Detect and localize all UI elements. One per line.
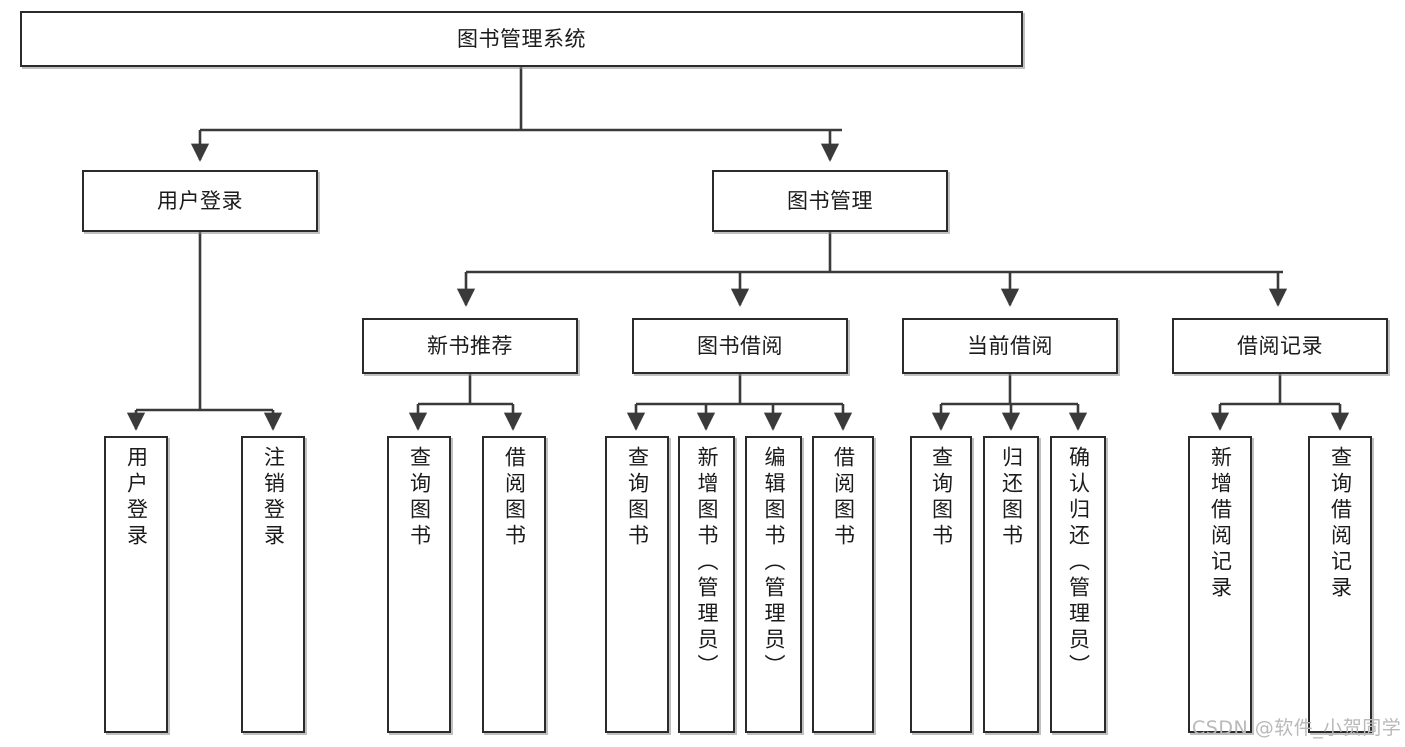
node-label-leaf-query-book-3: 查询图书 xyxy=(929,446,954,550)
node-root[interactable]: 图书管理系统 xyxy=(20,11,1023,67)
node-leaf-query-book-3[interactable]: 查询图书 xyxy=(910,436,972,733)
node-label-book-mgmt: 图书管理 xyxy=(787,188,873,213)
node-label-leaf-query-book-1: 查询图书 xyxy=(407,446,432,550)
node-label-leaf-query-book-2: 查询图书 xyxy=(625,446,650,550)
node-current-borrow[interactable]: 当前借阅 xyxy=(902,318,1118,374)
node-leaf-query-book-1[interactable]: 查询图书 xyxy=(387,436,451,733)
node-label-leaf-add-record: 新增借阅记录 xyxy=(1208,446,1233,602)
node-label-user-login: 用户登录 xyxy=(157,188,243,213)
node-leaf-query-record[interactable]: 查询借阅记录 xyxy=(1308,436,1372,733)
node-leaf-query-book-2[interactable]: 查询图书 xyxy=(605,436,669,733)
node-leaf-return-book[interactable]: 归还图书 xyxy=(983,436,1039,733)
node-label-leaf-borrow-book-2: 借阅图书 xyxy=(831,446,856,550)
node-label-leaf-return-book: 归还图书 xyxy=(999,446,1024,550)
node-book-borrow[interactable]: 图书借阅 xyxy=(632,318,848,374)
node-leaf-borrow-book-1[interactable]: 借阅图书 xyxy=(482,436,546,733)
node-label-leaf-edit-book: 编辑图书（管理员） xyxy=(762,446,786,680)
node-leaf-user-login[interactable]: 用户登录 xyxy=(104,436,168,733)
node-leaf-add-book[interactable]: 新增图书（管理员） xyxy=(678,436,735,733)
node-user-login[interactable]: 用户登录 xyxy=(82,170,318,232)
node-label-leaf-user-login: 用户登录 xyxy=(124,446,149,550)
node-leaf-edit-book[interactable]: 编辑图书（管理员） xyxy=(745,436,802,733)
node-new-book-rec[interactable]: 新书推荐 xyxy=(362,318,578,374)
node-label-new-book-rec: 新书推荐 xyxy=(427,333,513,358)
node-label-leaf-borrow-book-1: 借阅图书 xyxy=(502,446,527,550)
node-label-book-borrow: 图书借阅 xyxy=(697,333,783,358)
node-label-current-borrow: 当前借阅 xyxy=(967,333,1053,358)
node-book-mgmt[interactable]: 图书管理 xyxy=(712,170,948,232)
node-label-leaf-confirm-return: 确认归还（管理员） xyxy=(1066,446,1091,680)
node-label-leaf-logout: 注销登录 xyxy=(261,446,286,550)
node-label-root: 图书管理系统 xyxy=(457,26,586,51)
node-borrow-record[interactable]: 借阅记录 xyxy=(1172,318,1388,374)
node-leaf-confirm-return[interactable]: 确认归还（管理员） xyxy=(1050,436,1106,733)
node-label-leaf-query-record: 查询借阅记录 xyxy=(1328,446,1353,602)
node-leaf-add-record[interactable]: 新增借阅记录 xyxy=(1188,436,1252,733)
node-label-leaf-add-book: 新增图书（管理员） xyxy=(695,446,719,680)
node-leaf-borrow-book-2[interactable]: 借阅图书 xyxy=(812,436,874,733)
node-leaf-logout[interactable]: 注销登录 xyxy=(241,436,305,733)
node-label-borrow-record: 借阅记录 xyxy=(1237,333,1323,358)
